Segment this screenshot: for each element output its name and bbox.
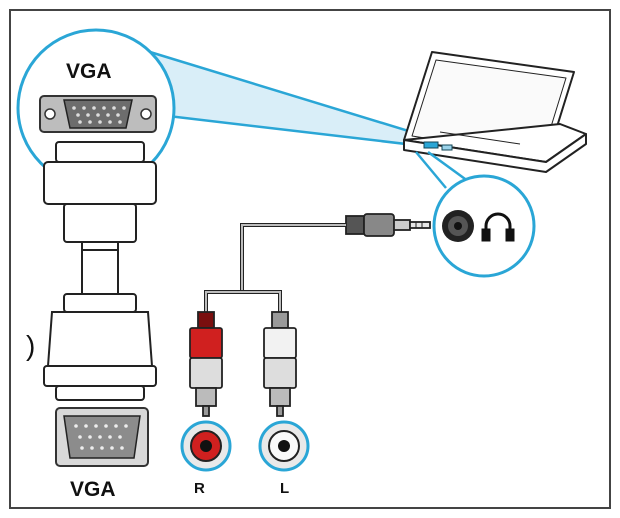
vga-port-icon xyxy=(39,95,157,133)
rca-plug-icon xyxy=(263,311,297,417)
headphone-icon xyxy=(481,212,515,242)
audio-cable xyxy=(241,224,346,292)
vga-callout-beam xyxy=(148,50,442,150)
rca-socket-icon xyxy=(180,420,232,472)
diagram-frame xyxy=(9,9,611,509)
vga-plug-icon xyxy=(43,249,157,401)
headphone-callout-beam xyxy=(415,151,447,189)
audio-jack-icon xyxy=(442,210,474,242)
headphone-callout-circle xyxy=(432,174,536,278)
audio-cable-split xyxy=(205,291,281,312)
laptop-icon xyxy=(403,51,587,173)
audio-cable-split xyxy=(204,290,282,312)
vga-label-top: VGA xyxy=(66,60,112,83)
bracket-mark: ) xyxy=(26,330,36,361)
vga-port-icon xyxy=(55,407,149,467)
vga-label-bottom: VGA xyxy=(70,478,116,501)
audio-cable xyxy=(240,223,346,292)
audio-left-label: L xyxy=(280,480,290,497)
audio-right-label: R xyxy=(194,480,205,497)
rca-socket-icon xyxy=(258,420,310,472)
audio-jack-icon xyxy=(345,213,431,237)
rca-plug-icon xyxy=(189,311,223,417)
laptop-port-icon xyxy=(423,141,453,151)
